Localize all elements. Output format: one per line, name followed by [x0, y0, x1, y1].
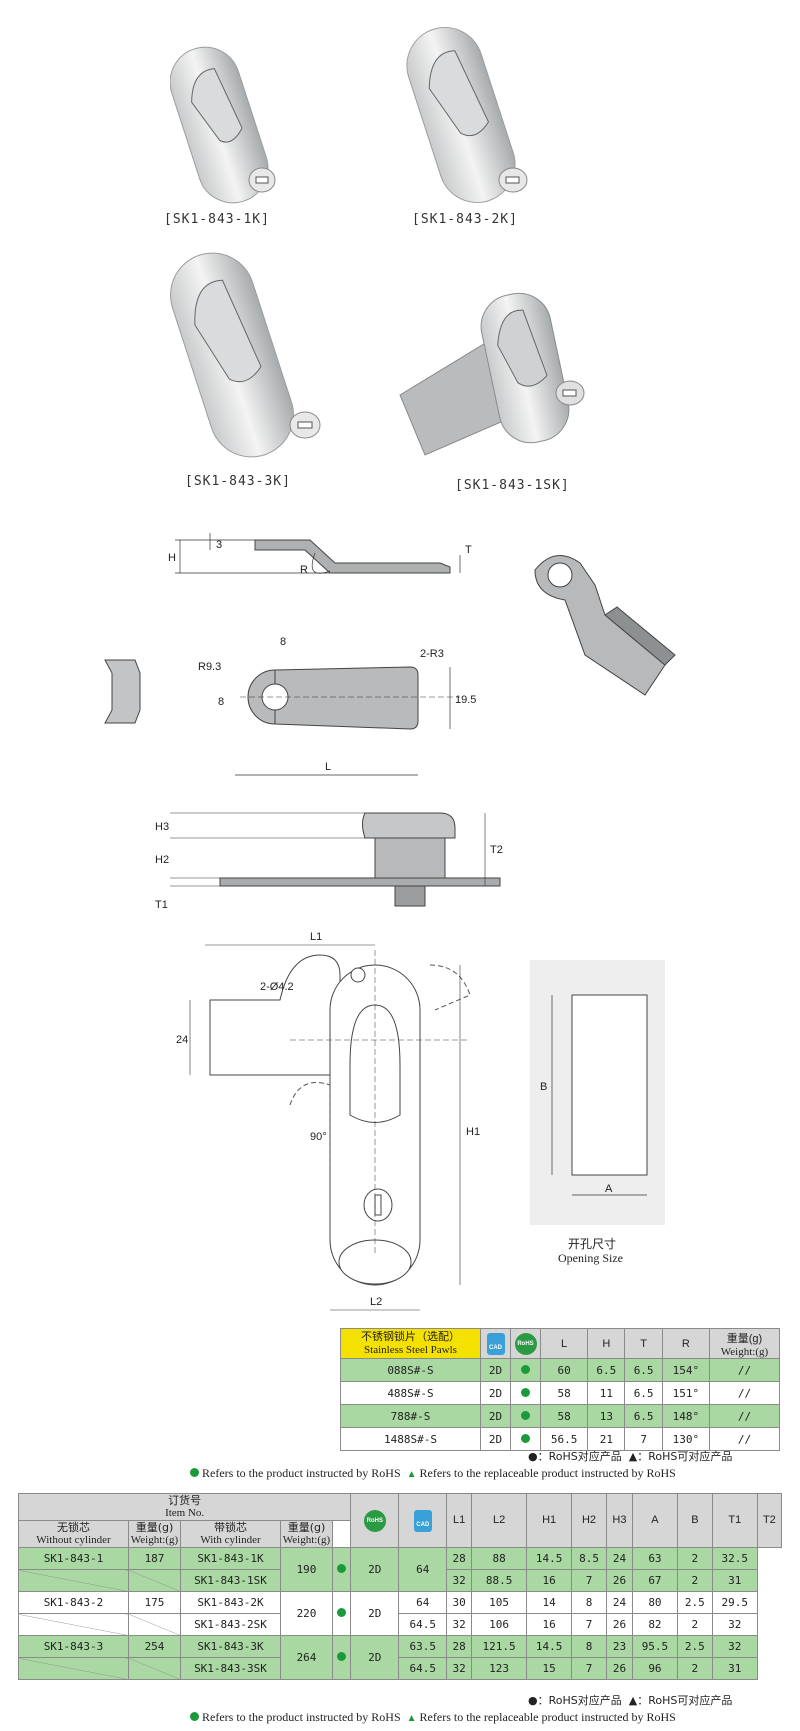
pawls-header-name: 不锈钢锁片（选配） Stainless Steel Pawls: [340, 1328, 481, 1359]
lock-side-drawing: H3 H2 T1 T2: [155, 812, 503, 911]
legend-cn: ●：RoHS对应产品 ▲：RoHS可对应产品: [528, 1450, 733, 1463]
dim-label: 19.5: [455, 694, 476, 706]
dim-label: 8: [280, 636, 286, 648]
dim-label: L2: [370, 1296, 382, 1308]
table-row: SK1-843-2 175 SK1-843-2K 220 2D 64 30 10…: [18, 1591, 782, 1636]
pawls-col-header: H: [587, 1328, 626, 1359]
rohs-dot-icon: [337, 1652, 347, 1661]
opening-size-en: Opening Size: [558, 1251, 623, 1265]
cad-icon: CAD: [480, 1328, 511, 1359]
rohs-icon: RoHS: [350, 1493, 400, 1548]
photo-sk1-843-1sk: [399, 292, 585, 456]
dim-label: 24: [176, 1034, 188, 1046]
rohs-dot-icon: [337, 1564, 347, 1573]
table-row: SK1-843-3SK 64.5 32 123 15 7 26 96 2 31: [18, 1657, 782, 1680]
rohs-dot-icon: [521, 1387, 530, 1397]
dim-label: 2-Ø4.2: [260, 981, 294, 993]
item-table: 订货号 Item No. RoHS CAD L1 L2 H1 H2 H3 A B…: [17, 1493, 783, 1680]
col-header: B: [676, 1493, 713, 1548]
col-header: L2: [471, 1493, 528, 1548]
dim-label: L: [325, 761, 331, 773]
rohs-dot-icon: [521, 1410, 530, 1420]
legend-en: Refers to the product instructed by RoHS…: [190, 1710, 676, 1725]
opening-size-panel: B A: [530, 960, 665, 1225]
weight-header: 重量(g) Weight:(g): [280, 1520, 333, 1548]
dim-label: 2-R3: [420, 648, 444, 660]
item-no-header: 订货号 Item No.: [17, 1493, 352, 1521]
rohs-icon: RoHS: [510, 1328, 541, 1359]
dim-label: R: [300, 564, 308, 576]
without-cylinder-header: 无锁芯 Without cylinder: [18, 1520, 129, 1548]
col-header: L1: [446, 1493, 473, 1548]
col-header: H1: [526, 1493, 573, 1548]
dim-label: T1: [155, 899, 168, 911]
rohs-dot-icon: [521, 1433, 530, 1443]
col-header: H3: [605, 1493, 633, 1548]
dim-label: B: [540, 1081, 547, 1093]
pawl-side-drawing: H 3 R T: [168, 533, 472, 576]
with-cylinder-header: 带锁芯 With cylinder: [180, 1520, 281, 1548]
dim-label: 3: [216, 539, 222, 551]
photo-caption: [SK1-843-1K]: [164, 212, 270, 227]
col-header: H2: [571, 1493, 607, 1548]
dim-label: H2: [155, 854, 169, 866]
photo-sk1-843-3k: [170, 252, 321, 458]
rohs-dot-icon: [337, 1608, 347, 1617]
legend-en: Refers to the product instructed by RoHS…: [190, 1466, 676, 1481]
legend-cn: ●：RoHS对应产品 ▲：RoHS可对应产品: [528, 1694, 733, 1707]
photo-caption: [SK1-843-1SK]: [455, 478, 570, 493]
table-row: SK1-843-1 187 SK1-843-1K 190 2D 64 28 88…: [18, 1547, 782, 1592]
pawls-table: 不锈钢锁片（选配） Stainless Steel Pawls CAD RoHS…: [340, 1328, 780, 1451]
dim-label: T: [465, 544, 472, 556]
rohs-dot-icon: [521, 1364, 530, 1374]
dim-label: 8: [218, 696, 224, 708]
dim-label: 90°: [310, 1131, 327, 1143]
dim-label: H: [168, 552, 176, 564]
photo-caption: [SK1-843-3K]: [185, 474, 291, 489]
dim-label: A: [605, 1183, 613, 1195]
dim-label: R9.3: [198, 661, 221, 673]
pawls-weight-header: 重量(g) Weight:(g): [709, 1328, 780, 1359]
pawl-top-drawing: R9.3 8 2-R3 8 19.5 L: [104, 636, 476, 776]
dim-label: L1: [310, 931, 322, 943]
rohs-dot-icon: [190, 1712, 199, 1721]
photo-caption: [SK1-843-2K]: [412, 212, 518, 227]
col-header: T1: [711, 1493, 758, 1548]
rohs-triangle-icon: ▲: [406, 1469, 417, 1480]
pawls-col-header: L: [539, 1328, 589, 1359]
dim-label: H1: [466, 1126, 480, 1138]
opening-size-drawing: B A: [540, 994, 648, 1196]
photo-sk1-843-2k: [406, 27, 528, 203]
dim-label: T2: [490, 844, 503, 856]
opening-size-cn: 开孔尺寸: [568, 1237, 617, 1251]
photo-sk1-843-1k: [170, 46, 276, 204]
col-header: A: [631, 1493, 678, 1548]
table-row: SK1-843-3 254 SK1-843-3K 264 2D 63.5 28 …: [18, 1635, 782, 1680]
weight-header: 重量(g) Weight:(g): [128, 1520, 181, 1548]
cad-icon: CAD: [398, 1493, 448, 1548]
rohs-dot-icon: [190, 1468, 199, 1477]
lock-front-drawing: L1 2-Ø4.2 24 90° H1 L2: [176, 931, 480, 1311]
pawl-3d-drawing: [534, 555, 676, 696]
pawls-col-header: R: [661, 1328, 711, 1359]
pawls-col-header: T: [624, 1328, 663, 1359]
col-header: T2: [756, 1493, 783, 1548]
dim-label: H3: [155, 821, 169, 833]
rohs-triangle-icon: ▲: [406, 1713, 417, 1724]
table-row: SK1-843-2SK 64.5 32 106 16 7 26 82 2 32: [18, 1613, 782, 1636]
